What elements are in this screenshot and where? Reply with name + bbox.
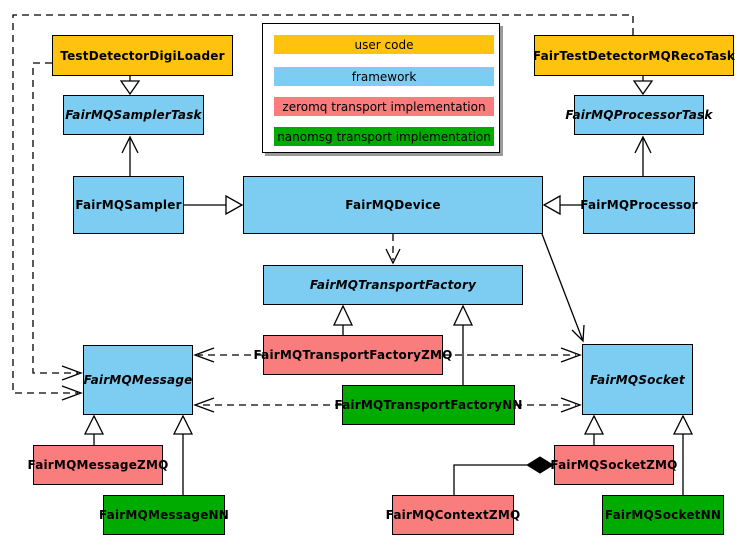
edge-inherit-digiloader-samplertask	[119, 76, 141, 96]
edge-processor-processortask	[634, 135, 652, 176]
edge-inherit-processor-device	[542, 194, 583, 216]
node-fairmqmessage: FairMQMessage	[83, 345, 193, 415]
node-fairmqtransportfactorynn: FairMQTransportFactoryNN	[334, 385, 522, 425]
legend-item-user-code: user code	[274, 35, 494, 54]
node-fairmqmessagenn: FairMQMessageNN	[99, 495, 229, 535]
edge-inherit-messagezmq-message	[83, 414, 105, 445]
edge-dashed-factorynn-socket	[515, 397, 582, 413]
edge-dashed-factoryzmq-message	[193, 347, 263, 363]
node-fairmqtransportfactory: FairMQTransportFactory	[263, 265, 523, 305]
node-fairmqsamplertask: FairMQSamplerTask	[63, 95, 204, 135]
edge-sampler-samplertask	[121, 135, 139, 176]
edge-inherit-socketzmq-socket	[583, 414, 605, 445]
node-fairmqsampler: FairMQSampler	[73, 176, 184, 234]
edge-inherit-socketnn-socket	[672, 414, 694, 495]
edge-dashed-recotask-to-message	[12, 14, 634, 401]
edge-inherit-factoryzmq-factory	[332, 304, 354, 335]
node-fairmqprocessortask: FairMQProcessorTask	[565, 95, 712, 135]
node-fairmqcontextzmq: FairMQContextZMQ	[386, 495, 520, 535]
edge-inherit-recotask-processortask	[632, 76, 654, 96]
node-fairmqmessagezmq: FairMQMessageZMQ	[28, 445, 168, 485]
edge-dashed-digiloader-to-message	[32, 62, 83, 381]
node-fairmqsocketnn: FairMQSocketNN	[602, 495, 724, 535]
legend-item-zeromq: zeromq transport implementation	[274, 97, 494, 116]
node-fairmqsocketzmq: FairMQSocketZMQ	[550, 445, 677, 485]
legend-item-framework: framework	[274, 67, 494, 86]
node-testdetectordigiloader: TestDetectorDigiLoader	[52, 35, 233, 76]
node-fairtestdetectormqrecotask: FairTestDetectorMQRecoTask	[533, 35, 735, 76]
edge-device-socket	[541, 233, 585, 343]
node-fairmqprocessor: FairMQProcessor	[580, 176, 698, 234]
edge-dashed-factorynn-message	[193, 397, 342, 413]
edge-composition-contextzmq-socketzmq	[453, 456, 554, 495]
edge-dashed-device-transportfactory	[385, 234, 401, 265]
node-fairmqtransportfactoryzmq: FairMQTransportFactoryZMQ	[253, 335, 452, 375]
node-fairmqdevice: FairMQDevice	[243, 176, 543, 234]
edge-inherit-sampler-device	[184, 194, 244, 216]
legend: user code framework zeromq transport imp…	[262, 23, 500, 153]
edge-inherit-factorynn-factory	[452, 304, 474, 385]
edge-inherit-messagenn-message	[172, 414, 194, 495]
legend-item-nanomsg: nanomsg transport implementation	[274, 127, 494, 146]
edge-dashed-factoryzmq-socket	[443, 347, 582, 363]
node-fairmqsocket: FairMQSocket	[582, 344, 693, 415]
